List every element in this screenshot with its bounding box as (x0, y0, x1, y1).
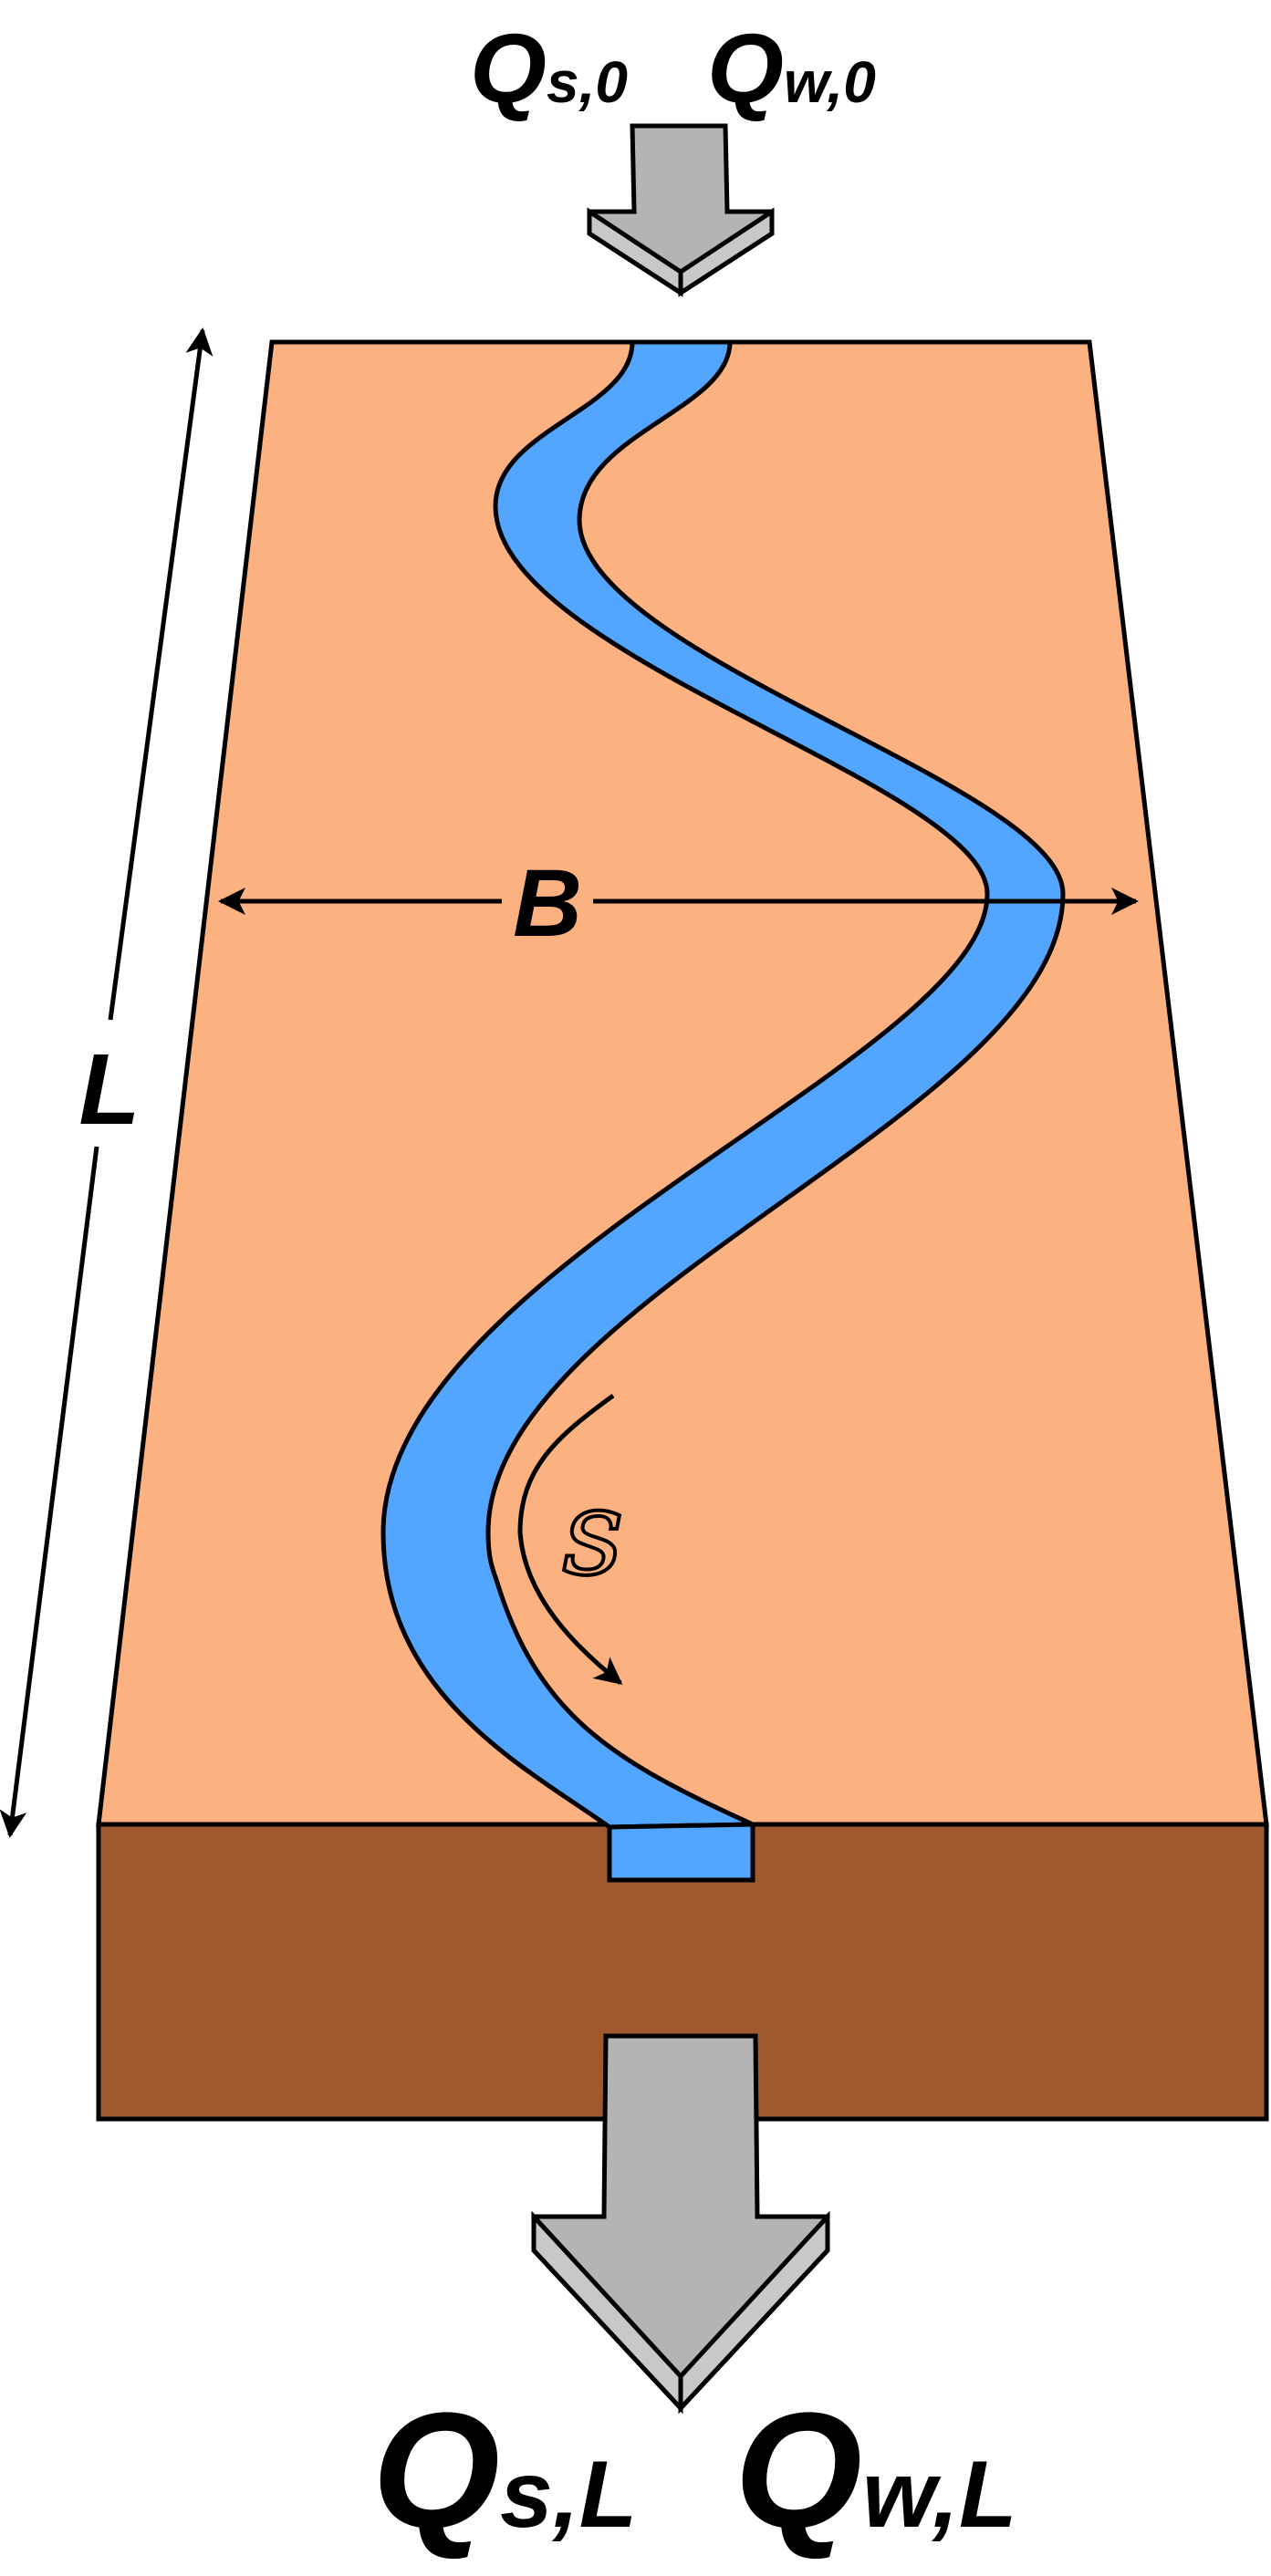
inflow-water-subscript: w,0 (784, 49, 876, 115)
width-label: B (513, 850, 582, 957)
outflow-water-label: Qw,L (734, 2379, 1016, 2562)
outflow-sediment-symbol: Q (372, 2379, 500, 2562)
outflow-arrow-bevel-right (678, 2210, 830, 2415)
channel-coordinate-arrow (517, 1393, 623, 1685)
outflow-sediment-label: Qs,L (372, 2379, 637, 2562)
inflow-sediment-subscript: s,0 (547, 49, 628, 115)
outflow-water-symbol: Q (734, 2379, 862, 2562)
width-dimension: B (218, 850, 1139, 957)
outflow-water-subscript: w,L (862, 2442, 1016, 2548)
channel-outlet (607, 1822, 755, 1883)
length-arrow-lower (0, 1146, 99, 1838)
meandering-channel (380, 339, 1066, 1830)
length-dimension: L (0, 327, 214, 1838)
outflow-sediment-subscript: s,L (500, 2442, 637, 2548)
floodplain-top (96, 339, 1269, 1827)
inflow-water-symbol: Q (707, 13, 784, 123)
channel-coordinate: s (517, 1393, 625, 1685)
length-label: L (78, 1034, 140, 1146)
inflow-sediment-label: Qs,0 (470, 13, 628, 123)
channel-coordinate-label: s (563, 1463, 624, 1602)
inflow-arrow-icon (587, 123, 775, 297)
length-arrow-upper (108, 327, 214, 1021)
inflow-water-label: Qw,0 (707, 13, 876, 123)
inflow-sediment-symbol: Q (470, 13, 547, 123)
inflow-arrow-body (587, 123, 775, 296)
inflow-arrow-bevel-right (678, 207, 775, 297)
outflow-arrow-icon (531, 2033, 830, 2415)
